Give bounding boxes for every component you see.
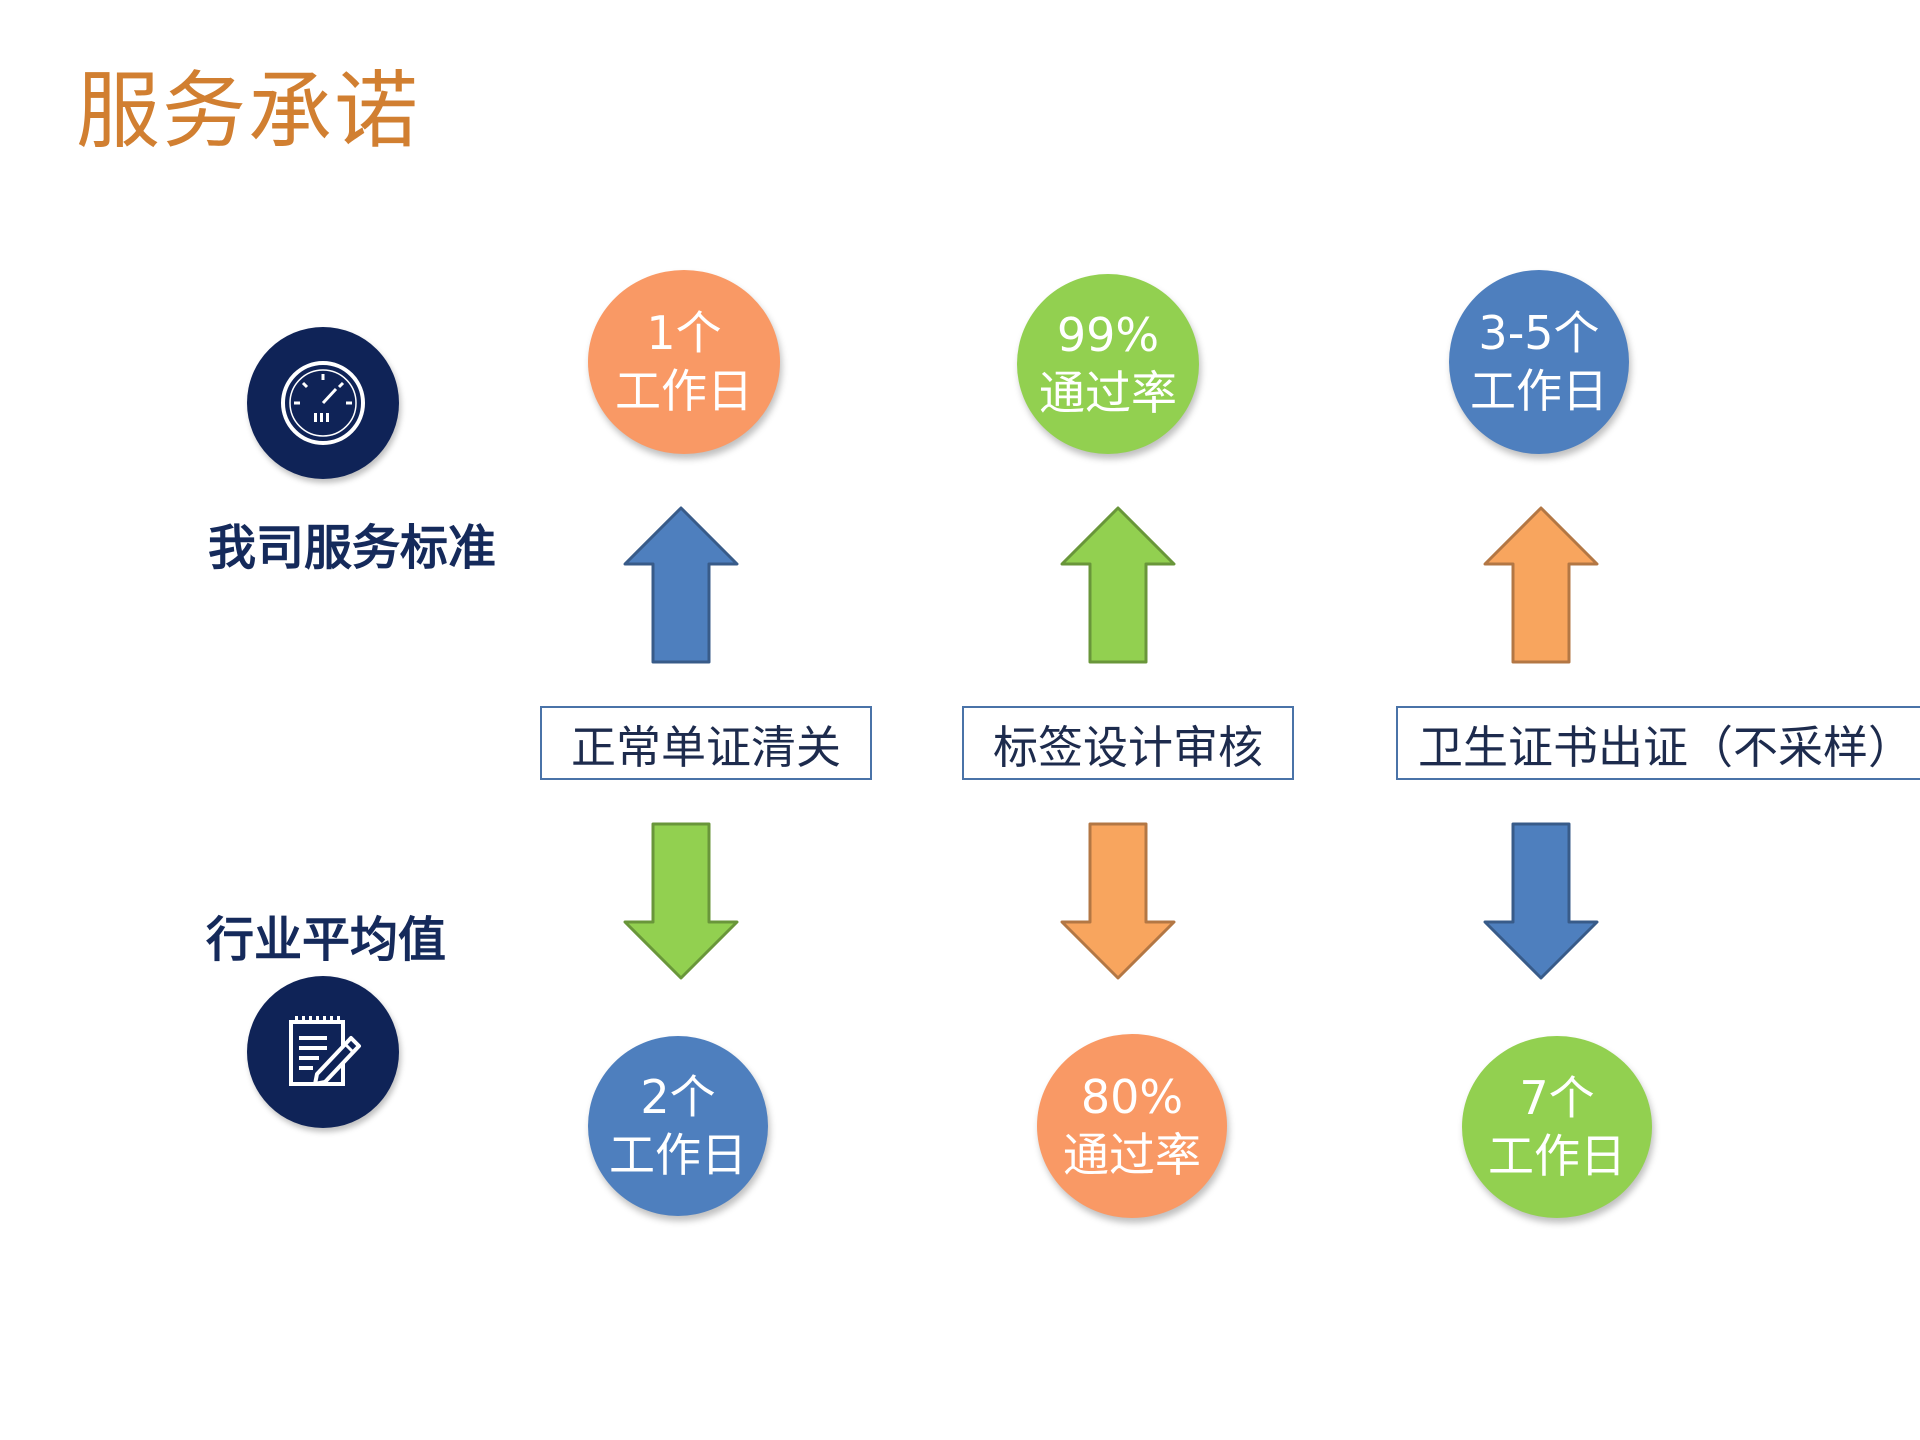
- bubble-line1: 99%: [1056, 308, 1160, 362]
- bubble-line1: 80%: [1080, 1070, 1184, 1124]
- bubble-standard-3: 3-5个 工作日: [1449, 270, 1629, 454]
- bubble-average-3: 7个 工作日: [1462, 1036, 1652, 1218]
- service-box-1: 正常单证清关: [540, 706, 872, 780]
- up-arrow-3: [1483, 506, 1599, 664]
- bubble-line2: 工作日: [615, 364, 753, 418]
- page-title: 服务承诺: [76, 62, 421, 160]
- bubble-standard-2: 99% 通过率: [1017, 274, 1199, 454]
- notepad-pencil-icon: [247, 976, 399, 1128]
- row-label-standard: 我司服务标准: [208, 520, 497, 576]
- down-arrow-2: [1060, 822, 1176, 980]
- bubble-average-2: 80% 通过率: [1037, 1034, 1227, 1218]
- bubble-line2: 工作日: [1470, 364, 1608, 418]
- service-box-2: 标签设计审核: [962, 706, 1294, 780]
- bubble-line2: 通过率: [1063, 1128, 1201, 1182]
- bubble-line1: 1个: [646, 306, 722, 360]
- bubble-average-1: 2个 工作日: [588, 1036, 768, 1216]
- down-arrow-1: [623, 822, 739, 980]
- bubble-standard-1: 1个 工作日: [588, 270, 780, 454]
- bubble-line1: 7个: [1519, 1071, 1595, 1125]
- bubble-line2: 工作日: [1488, 1129, 1626, 1183]
- service-box-3: 卫生证书出证（不采样）: [1396, 706, 1920, 780]
- down-arrow-3: [1483, 822, 1599, 980]
- bubble-line1: 2个: [640, 1070, 716, 1124]
- bubble-line2: 通过率: [1039, 366, 1177, 420]
- speedometer-icon: [247, 327, 399, 479]
- row-label-average: 行业平均值: [206, 912, 447, 968]
- up-arrow-2: [1060, 506, 1176, 664]
- bubble-line1: 3-5个: [1478, 306, 1600, 360]
- bubble-line2: 工作日: [609, 1128, 747, 1182]
- up-arrow-1: [623, 506, 739, 664]
